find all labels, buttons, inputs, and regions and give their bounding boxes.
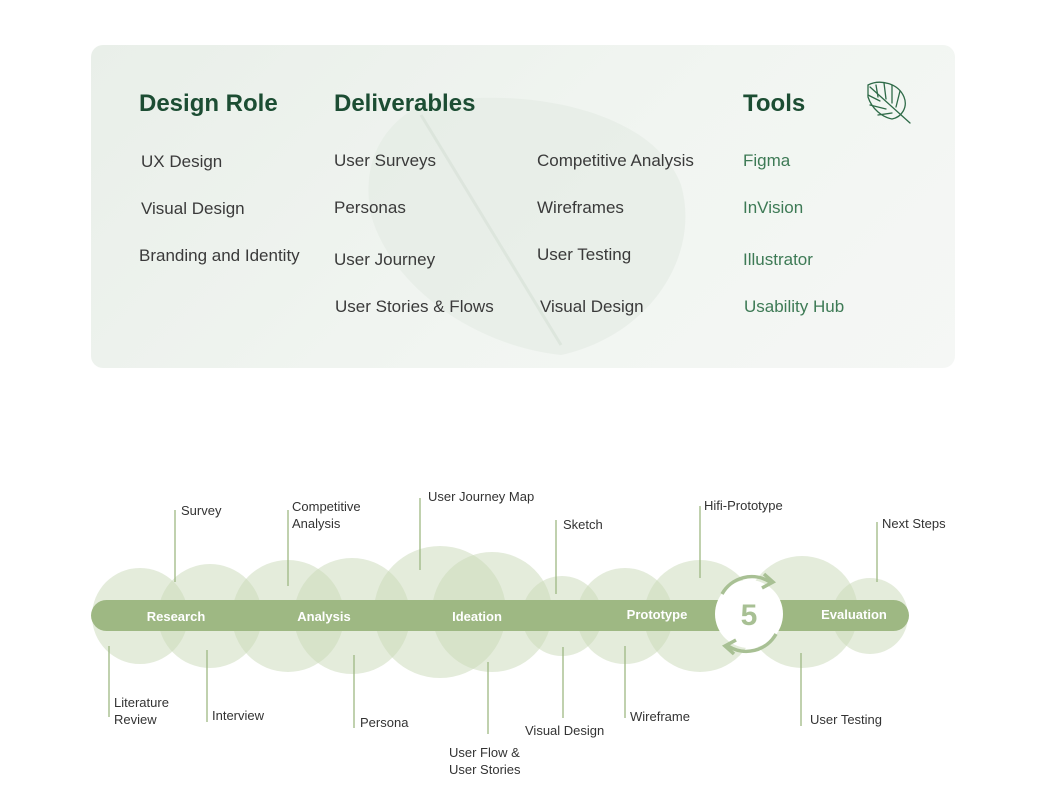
label-persona: Persona bbox=[360, 715, 409, 730]
tool-item: InVision bbox=[743, 198, 804, 217]
label-literature-line2: Review bbox=[114, 712, 157, 727]
stage-research: Research bbox=[147, 609, 206, 624]
label-user-flow-line2: User Stories bbox=[449, 762, 521, 777]
deliverable-item: User Surveys bbox=[334, 151, 437, 170]
deliverable-item: Wireframes bbox=[537, 198, 624, 217]
stage-evaluation: Evaluation bbox=[821, 607, 887, 622]
design-role-item: Visual Design bbox=[141, 199, 245, 218]
summary-card: Design Role UX Design Visual Design Bran… bbox=[91, 45, 955, 368]
leaf-watermark-icon bbox=[368, 97, 686, 355]
label-sketch: Sketch bbox=[563, 517, 603, 532]
tools-heading: Tools bbox=[743, 90, 806, 117]
tool-item: Illustrator bbox=[743, 250, 813, 269]
tool-item: Usability Hub bbox=[744, 297, 845, 316]
design-process-diagram: 5 Research Analysis Ideation Prototype E… bbox=[91, 489, 946, 777]
label-user-flow-line1: User Flow & bbox=[449, 745, 520, 760]
deliverable-item: User Journey bbox=[334, 250, 436, 269]
label-literature-line1: Literature bbox=[114, 695, 169, 710]
label-visual-design: Visual Design bbox=[525, 723, 604, 738]
deliverable-item: User Stories & Flows bbox=[335, 297, 494, 316]
design-role-item: Branding and Identity bbox=[139, 246, 300, 265]
label-competitive-line1: Competitive bbox=[292, 499, 361, 514]
label-next-steps: Next Steps bbox=[882, 516, 946, 531]
deliverable-item: Personas bbox=[334, 198, 406, 217]
process-bar bbox=[91, 600, 909, 631]
label-survey: Survey bbox=[181, 503, 222, 518]
deliverable-item: Competitive Analysis bbox=[537, 151, 694, 170]
design-role-heading: Design Role bbox=[139, 90, 278, 117]
cycle-number: 5 bbox=[741, 599, 758, 632]
stage-analysis: Analysis bbox=[297, 609, 350, 624]
design-role-item: UX Design bbox=[141, 152, 223, 171]
label-user-testing: User Testing bbox=[810, 712, 882, 727]
label-competitive-line2: Analysis bbox=[292, 516, 341, 531]
label-user-journey-map: User Journey Map bbox=[428, 489, 534, 504]
tool-item: Figma bbox=[743, 151, 791, 170]
label-wireframe: Wireframe bbox=[630, 709, 690, 724]
label-interview: Interview bbox=[212, 708, 265, 723]
deliverables-heading: Deliverables bbox=[334, 90, 476, 117]
stage-prototype: Prototype bbox=[627, 607, 688, 622]
monstera-leaf-icon bbox=[867, 81, 911, 124]
deliverable-item: User Testing bbox=[537, 245, 632, 264]
deliverable-item: Visual Design bbox=[540, 297, 644, 316]
cycle-badge: 5 bbox=[715, 572, 783, 656]
stage-ideation: Ideation bbox=[452, 609, 502, 624]
label-hifi-prototype: Hifi-Prototype bbox=[704, 498, 783, 513]
